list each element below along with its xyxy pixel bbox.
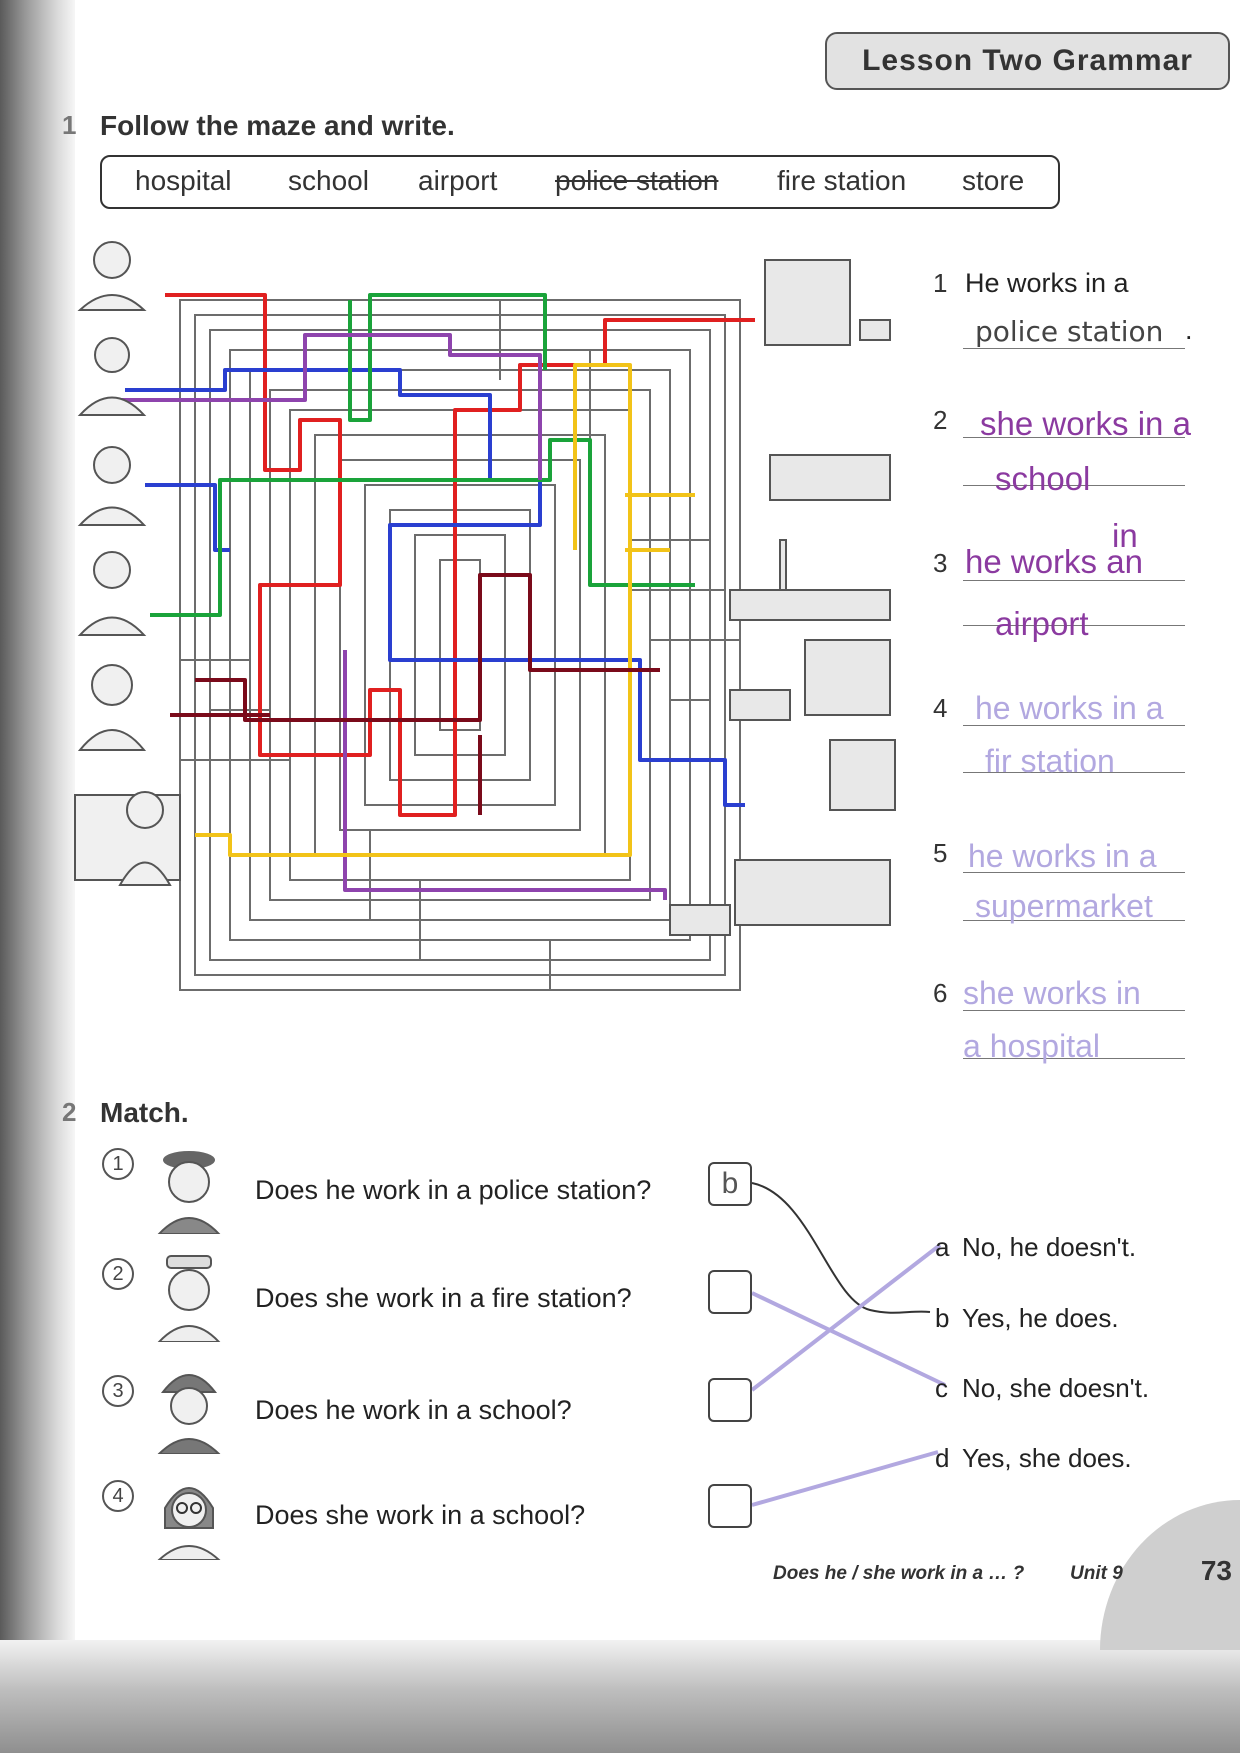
- printed-answer: police station: [975, 315, 1164, 348]
- maze-walls: [179, 299, 741, 991]
- match-question: Does she work in a fire station?: [255, 1283, 632, 1313]
- question-number-circle: 4: [102, 1480, 134, 1512]
- maze-path-darkred: [195, 573, 660, 722]
- match-line-q2: [751, 1291, 946, 1387]
- maze-path-red: [165, 293, 755, 817]
- response-text: No, he doesn't.: [962, 1232, 1137, 1262]
- match-line-q3: [750, 1243, 942, 1392]
- written-answer: school: [995, 460, 1091, 497]
- exercise-2-title: Match.: [100, 1097, 189, 1128]
- question-number-circle: 2: [102, 1258, 134, 1290]
- match-question: Does he work in a school?: [255, 1395, 572, 1425]
- answer-box[interactable]: b: [708, 1162, 752, 1206]
- maze-path-yellow-2: [625, 493, 695, 552]
- written-answer: fir station: [985, 743, 1115, 779]
- match-question: Does she work in a school?: [255, 1500, 586, 1530]
- written-answer: supermarket: [975, 888, 1153, 924]
- answer-line[interactable]: [963, 485, 1185, 486]
- word-bank-item: airport: [418, 165, 498, 196]
- answer-line[interactable]: [963, 1010, 1185, 1011]
- answer-line[interactable]: [963, 580, 1185, 581]
- written-answer: in: [1112, 517, 1138, 554]
- maze-path-purple-2: [343, 650, 667, 900]
- response-letter: c: [935, 1373, 948, 1403]
- answer-box[interactable]: [708, 1270, 752, 1314]
- answer-line[interactable]: [963, 872, 1185, 873]
- question-number-circle: 1: [102, 1148, 134, 1180]
- maze-path-blue-2: [145, 483, 230, 552]
- answer-box[interactable]: [708, 1378, 752, 1422]
- response-text: No, she doesn't.: [962, 1373, 1150, 1403]
- lesson-title-tab: Lesson Two Grammar: [825, 32, 1230, 90]
- answer-line[interactable]: [963, 920, 1185, 921]
- answer-line[interactable]: [963, 772, 1185, 773]
- response-letter: b: [935, 1303, 950, 1333]
- written-answer: a hospital: [963, 1028, 1100, 1064]
- maze-path-purple: [120, 333, 542, 480]
- match-question: Does he work in a police station?: [255, 1175, 652, 1205]
- word-bank-item: school: [288, 165, 369, 196]
- answer-line[interactable]: [963, 1058, 1185, 1059]
- item-number: 5: [933, 838, 948, 868]
- question-number-circle: 3: [102, 1375, 134, 1407]
- maze-drawn-paths: [120, 293, 755, 900]
- nurse-icon: [157, 1255, 221, 1342]
- written-answer: he works in a: [968, 838, 1157, 874]
- maze-buildings: [669, 259, 896, 936]
- written-answer: airport: [995, 605, 1089, 642]
- item-number: 1: [933, 268, 948, 298]
- item-number: 2: [933, 405, 948, 435]
- police-officer-icon: [157, 1151, 221, 1234]
- response-text: Yes, he does.: [962, 1303, 1119, 1333]
- maze-path-green: [150, 438, 695, 617]
- maze-illustration: [74, 241, 896, 991]
- word-bank-item: hospital: [135, 165, 232, 196]
- exercise-1-number: 1: [62, 110, 77, 140]
- written-answer: he works in a: [975, 690, 1164, 726]
- written-answer: he works an: [965, 543, 1143, 580]
- answer-box[interactable]: [708, 1484, 752, 1528]
- answer-line[interactable]: [963, 437, 1185, 438]
- word-bank-item: fire station: [777, 165, 907, 196]
- answer-line[interactable]: [963, 725, 1185, 726]
- maze-path-yellow: [195, 363, 632, 857]
- maze-path-blue: [125, 368, 745, 807]
- written-answer: she works in: [963, 975, 1141, 1011]
- footer-lesson-text: Does he / she work in a … ?: [773, 1563, 1025, 1584]
- maze-path-green-2: [348, 293, 547, 422]
- word-bank-item: store: [962, 165, 1025, 196]
- match-line-pencil: [751, 1182, 931, 1314]
- response-letter: d: [935, 1443, 950, 1473]
- maze-people: [74, 241, 181, 886]
- item-number: 4: [933, 693, 948, 723]
- match-line-q4: [751, 1450, 939, 1507]
- exercise-2-number: 2: [62, 1097, 77, 1127]
- answer-period: .: [1185, 315, 1193, 345]
- answer-line: [963, 348, 1185, 349]
- book-spine-shadow: [0, 0, 75, 1753]
- item-number: 3: [933, 548, 948, 578]
- teacher-icon: [157, 1487, 221, 1560]
- scan-bottom-shadow: [0, 1640, 1240, 1753]
- maze-path-darkred-2: [170, 713, 482, 815]
- footer-unit: Unit 9: [1070, 1563, 1123, 1584]
- written-answer: she works in a: [980, 405, 1191, 442]
- item-prompt: He works in a: [965, 268, 1129, 298]
- word-bank-item-crossed: police station: [555, 165, 719, 196]
- response-text: Yes, she does.: [962, 1443, 1132, 1473]
- firefighter-icon: [157, 1374, 221, 1454]
- page-number: 73: [1200, 1555, 1232, 1586]
- exercise-1-title: Follow the maze and write.: [100, 110, 455, 141]
- response-letter: a: [935, 1232, 950, 1262]
- item-number: 6: [933, 978, 948, 1008]
- word-bank: [100, 155, 1060, 209]
- answer-line[interactable]: [963, 625, 1185, 626]
